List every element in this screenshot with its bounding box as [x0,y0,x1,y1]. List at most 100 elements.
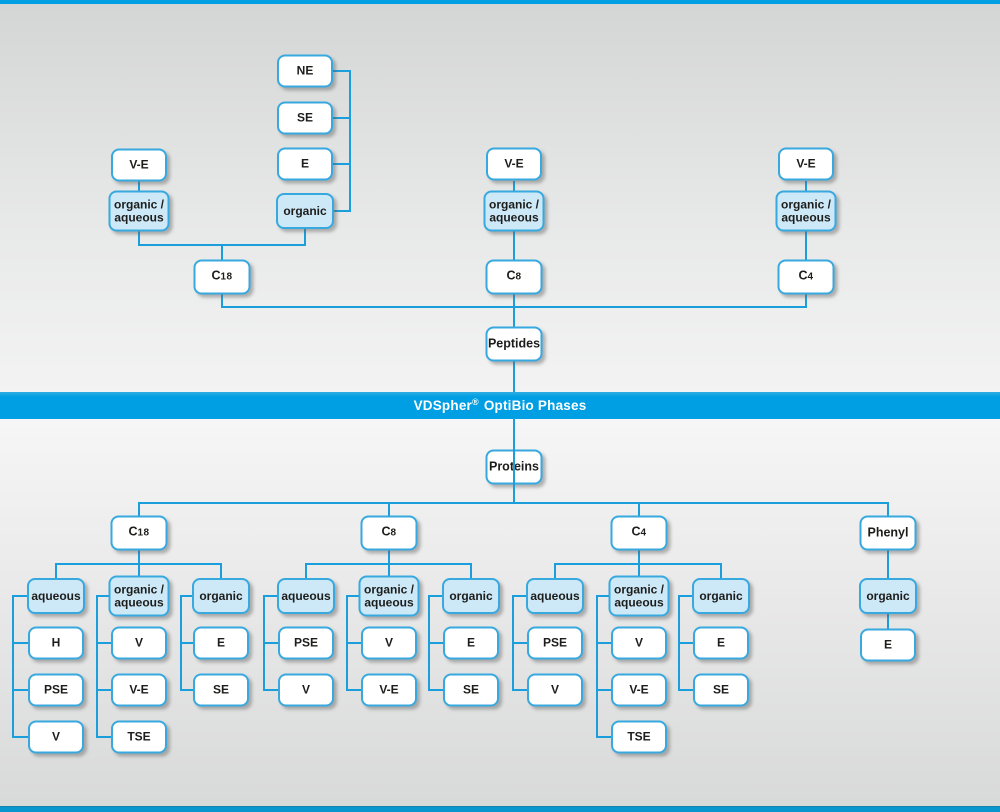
node-proteins-c8-organic-se: SE [443,673,499,707]
node-peptides-c4: C4 [777,259,835,295]
node-proteins-c18-organic: organic [192,578,250,614]
node-proteins-c8-aqueous: aqueous [277,578,335,614]
connector-line [330,70,351,72]
node-proteins-c18-aqueous: aqueous [27,578,85,614]
connector-line [138,181,140,192]
connector-line [305,563,472,565]
connector-line [97,689,116,691]
connector-line [513,418,515,504]
node-proteins-c18-organic-e: E [193,626,249,660]
connector-line [264,642,283,644]
connector-line [597,642,616,644]
node-proteins-phenyl-organic-e: E [860,628,916,662]
connector-line [330,117,351,119]
connector-line [304,228,306,246]
connector-line [597,736,616,738]
connector-line [138,503,140,518]
connector-line [181,689,200,691]
node-proteins-c8-orgaq-ve: V-E [361,673,417,707]
node-label-line2: aqueous [114,595,164,609]
node-proteins-c4-aqueous-pse: PSE [527,626,583,660]
node-peptides-c18-ve: V-E [111,148,167,182]
connector-line [887,613,889,629]
node-label: C4 [631,524,647,539]
node-proteins-c18-aqueous-pse: PSE [28,673,84,707]
node-label-line1: organic / [488,197,539,212]
connector-line [513,642,532,644]
connector-line [429,689,448,691]
connector-line [638,503,640,518]
connector-line [513,689,532,691]
connector-line [887,549,889,579]
node-proteins-c4-organic-aqueous: organic / aqueous [608,575,670,617]
node-peptides-c18-e: E [277,147,333,181]
node-label: C8 [506,268,522,283]
node-label-line1: organic / [363,582,414,597]
connector-line [805,293,807,308]
node-proteins-c8-aqueous-v: V [278,673,334,707]
connector-line [13,642,32,644]
connector-line [221,293,223,308]
node-proteins-c4-orgaq-tse: TSE [611,720,667,754]
connector-line [429,595,448,597]
connector-line [679,595,698,597]
node-proteins-c18-organic-se: SE [193,673,249,707]
connector-line [679,689,698,691]
node-proteins-c4-organic-se: SE [693,673,749,707]
node-peptides-c8-ve: V-E [486,147,542,181]
node-peptides-c18-se: SE [277,101,333,135]
node-peptides-root: Peptides [485,326,543,362]
connector-line [597,689,616,691]
node-proteins-c4-orgaq-ve: V-E [611,673,667,707]
node-label-line1: organic / [780,197,831,212]
node-label-line2: aqueous [364,595,414,609]
top-accent-strip [0,0,1000,4]
node-proteins-c18: C18 [110,515,168,551]
connector-line [330,163,351,165]
connector-line [13,689,32,691]
node-proteins-c8: C8 [360,515,418,551]
connector-line [554,564,556,580]
connector-line [264,595,283,597]
node-proteins-c8-organic-e: E [443,626,499,660]
connector-line [513,181,515,192]
connector-line [347,595,366,597]
connector-line [805,231,807,261]
connector-line [388,503,390,518]
connector-line [97,595,116,597]
node-peptides-c18-organic: organic [276,193,334,229]
node-peptides-c4-ve: V-E [778,147,834,181]
node-proteins-c4: C4 [610,515,668,551]
node-proteins-c8-orgaq-v: V [361,626,417,660]
bottom-accent-strip [0,806,1000,812]
connector-line [679,642,698,644]
node-peptides-c18: C18 [193,259,251,295]
connector-line [97,736,116,738]
node-label-line2: aqueous [781,210,831,224]
node-proteins-c4-organic: organic [692,578,750,614]
connector-line [805,181,807,192]
connector-line [513,595,532,597]
node-label-line1: organic / [613,582,664,597]
node-label-line1: organic / [113,197,164,212]
connector-line [887,503,889,518]
node-proteins-c18-aqueous-v: V [28,720,84,754]
node-proteins-c8-aqueous-pse: PSE [278,626,334,660]
connector-line [181,595,200,597]
node-proteins-c18-orgaq-tse: TSE [111,720,167,754]
node-peptides-c8-organic-aqueous: organic / aqueous [483,190,545,232]
connector-line [96,595,98,738]
banner-brand: VDSpher [413,398,472,413]
node-proteins-c4-orgaq-v: V [611,626,667,660]
registered-trademark-symbol: ® [472,396,479,407]
node-proteins-c8-organic: organic [442,578,500,614]
node-label: C18 [128,524,150,539]
connector-line [220,564,222,580]
node-proteins-c8-organic-aqueous: organic / aqueous [358,575,420,617]
node-label-line2: aqueous [114,210,164,224]
node-proteins-c4-aqueous: aqueous [526,578,584,614]
connector-line [513,293,515,308]
connector-line [513,360,515,393]
node-proteins-c4-aqueous-v: V [527,673,583,707]
